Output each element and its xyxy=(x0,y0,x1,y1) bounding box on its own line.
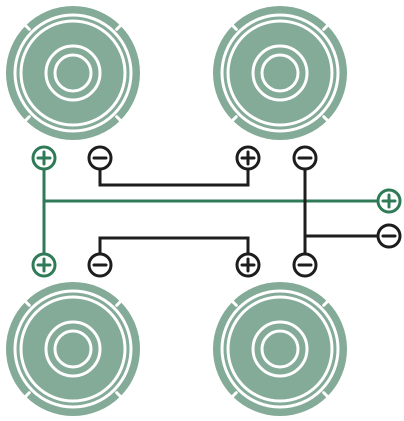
black-wire-top xyxy=(98,158,250,187)
speaker-mount-mark-1 xyxy=(230,299,238,307)
speaker-dust-cap-inner xyxy=(260,329,300,369)
speaker-mount-mark-1 xyxy=(23,299,31,307)
speaker-outer-cone xyxy=(6,6,140,140)
terminal-top-left-negative xyxy=(87,145,113,171)
speaker-top-left xyxy=(6,6,140,140)
speaker-top-right xyxy=(213,6,347,140)
terminal-top-left-positive xyxy=(31,145,57,171)
speaker-outer-cone xyxy=(6,282,140,416)
speaker-mount-mark-2 xyxy=(115,23,123,31)
speaker-dust-cap-outer xyxy=(44,44,102,102)
terminal-top-right-negative xyxy=(292,145,318,171)
speaker-dust-cap-outer xyxy=(251,320,309,378)
speaker-mount-mark-3 xyxy=(23,115,31,123)
terminal-bottom-right-positive xyxy=(235,252,261,278)
speaker-dust-cap-outer xyxy=(251,44,309,102)
speaker-bottom-left xyxy=(6,282,140,416)
speaker-surround-ring xyxy=(13,13,133,133)
speaker-mount-mark-2 xyxy=(322,23,330,31)
terminal-bottom-right-negative xyxy=(292,252,318,278)
speaker-surround-ring xyxy=(220,13,340,133)
speaker-mount-mark-1 xyxy=(230,23,238,31)
speaker-mount-mark-2 xyxy=(115,299,123,307)
speaker-inner-ring xyxy=(226,19,334,127)
speaker-dust-cap-inner xyxy=(53,53,93,93)
speaker-outer-cone xyxy=(213,6,347,140)
speaker-mount-mark-3 xyxy=(230,391,238,399)
speaker-bottom-right xyxy=(213,282,347,416)
speaker-inner-ring xyxy=(19,295,127,403)
terminal-bottom-left-negative xyxy=(87,252,113,278)
terminal-top-right-positive xyxy=(235,145,261,171)
speaker-surround-ring xyxy=(220,289,340,409)
speaker-mount-mark-4 xyxy=(115,115,123,123)
terminal-output-negative xyxy=(376,223,402,249)
speaker-mount-mark-2 xyxy=(322,299,330,307)
black-wire-bottom xyxy=(98,236,250,265)
terminals-group xyxy=(31,145,402,278)
terminal-bottom-left-positive xyxy=(31,252,57,278)
speaker-dust-cap-outer xyxy=(44,320,102,378)
wires-group xyxy=(42,158,389,265)
speaker-inner-ring xyxy=(226,295,334,403)
speakers-group xyxy=(6,6,347,416)
speaker-surround-ring xyxy=(13,289,133,409)
speaker-dust-cap-inner xyxy=(260,53,300,93)
terminal-output-positive xyxy=(376,188,402,214)
speaker-outer-cone xyxy=(213,282,347,416)
speaker-mount-mark-4 xyxy=(115,391,123,399)
speaker-mount-mark-3 xyxy=(23,391,31,399)
speaker-mount-mark-3 xyxy=(230,115,238,123)
speaker-mount-mark-4 xyxy=(322,115,330,123)
speaker-mount-mark-4 xyxy=(322,391,330,399)
speaker-mount-mark-1 xyxy=(23,23,31,31)
speaker-inner-ring xyxy=(19,19,127,127)
speaker-dust-cap-inner xyxy=(53,329,93,369)
